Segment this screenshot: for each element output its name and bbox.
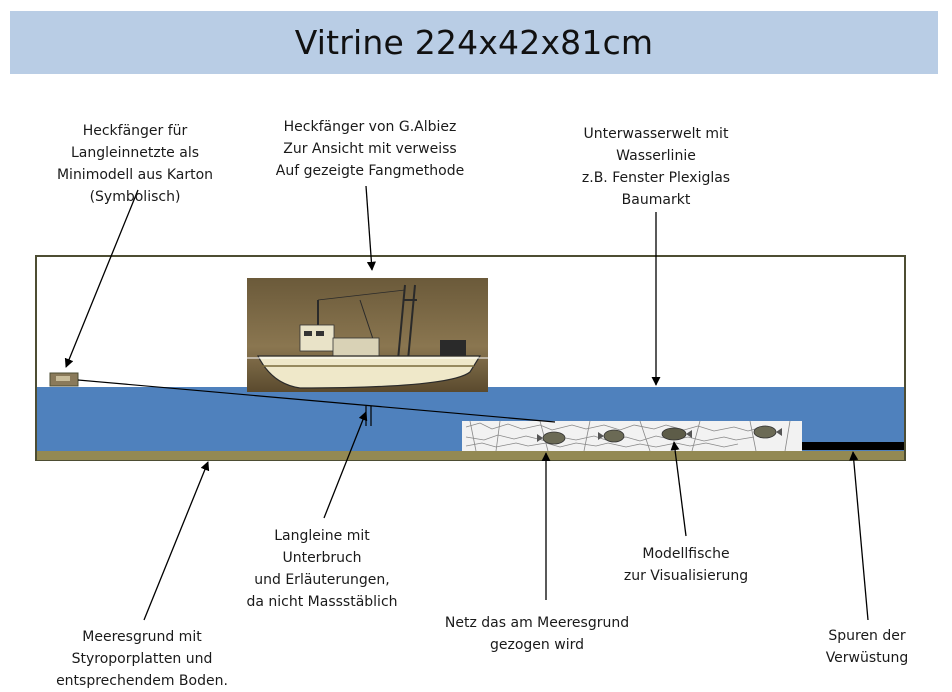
model-fish [537, 431, 566, 445]
label-netz: Netz das am Meeresgrund gezogen wird [444, 615, 630, 653]
longline [77, 379, 556, 423]
mini-model-boat [49, 372, 79, 387]
title-banner: Vitrine 224x42x81cm [10, 11, 938, 74]
label-modellfische: Modellfische zur Visualisierung [623, 546, 749, 584]
stern-trawler-photo [247, 278, 488, 392]
page-title: Vitrine 224x42x81cm [294, 23, 654, 62]
label-spuren: Spuren der Verwüstung [825, 628, 909, 666]
arrow-heckfaenger [365, 185, 376, 271]
damage-traces [802, 442, 904, 450]
arrow-langleine [323, 411, 368, 519]
arrow-meeresgrund [143, 461, 210, 621]
arrow-minimodel [64, 189, 139, 368]
label-minimodel: Heckfänger für Langleinnetzte als Minimo… [56, 123, 214, 205]
arrow-modellfische [670, 441, 687, 537]
label-heckfaenger: Heckfänger von G.Albiez Zur Ansicht mit … [275, 119, 465, 179]
label-meeresgrund: Meeresgrund mit Styroporplatten und ents… [56, 629, 228, 689]
model-fish [598, 429, 625, 443]
label-langleine: Langleine mit Unterbruch und Erläuterung… [246, 528, 398, 610]
model-fish [661, 427, 692, 441]
trawl-net [462, 420, 802, 452]
label-unterwasserwelt: Unterwasserwelt mit Wasserlinie z.B. Fen… [581, 126, 731, 208]
model-fish [753, 425, 782, 439]
seabed-strip [37, 451, 904, 460]
arrow-spuren [849, 451, 869, 621]
